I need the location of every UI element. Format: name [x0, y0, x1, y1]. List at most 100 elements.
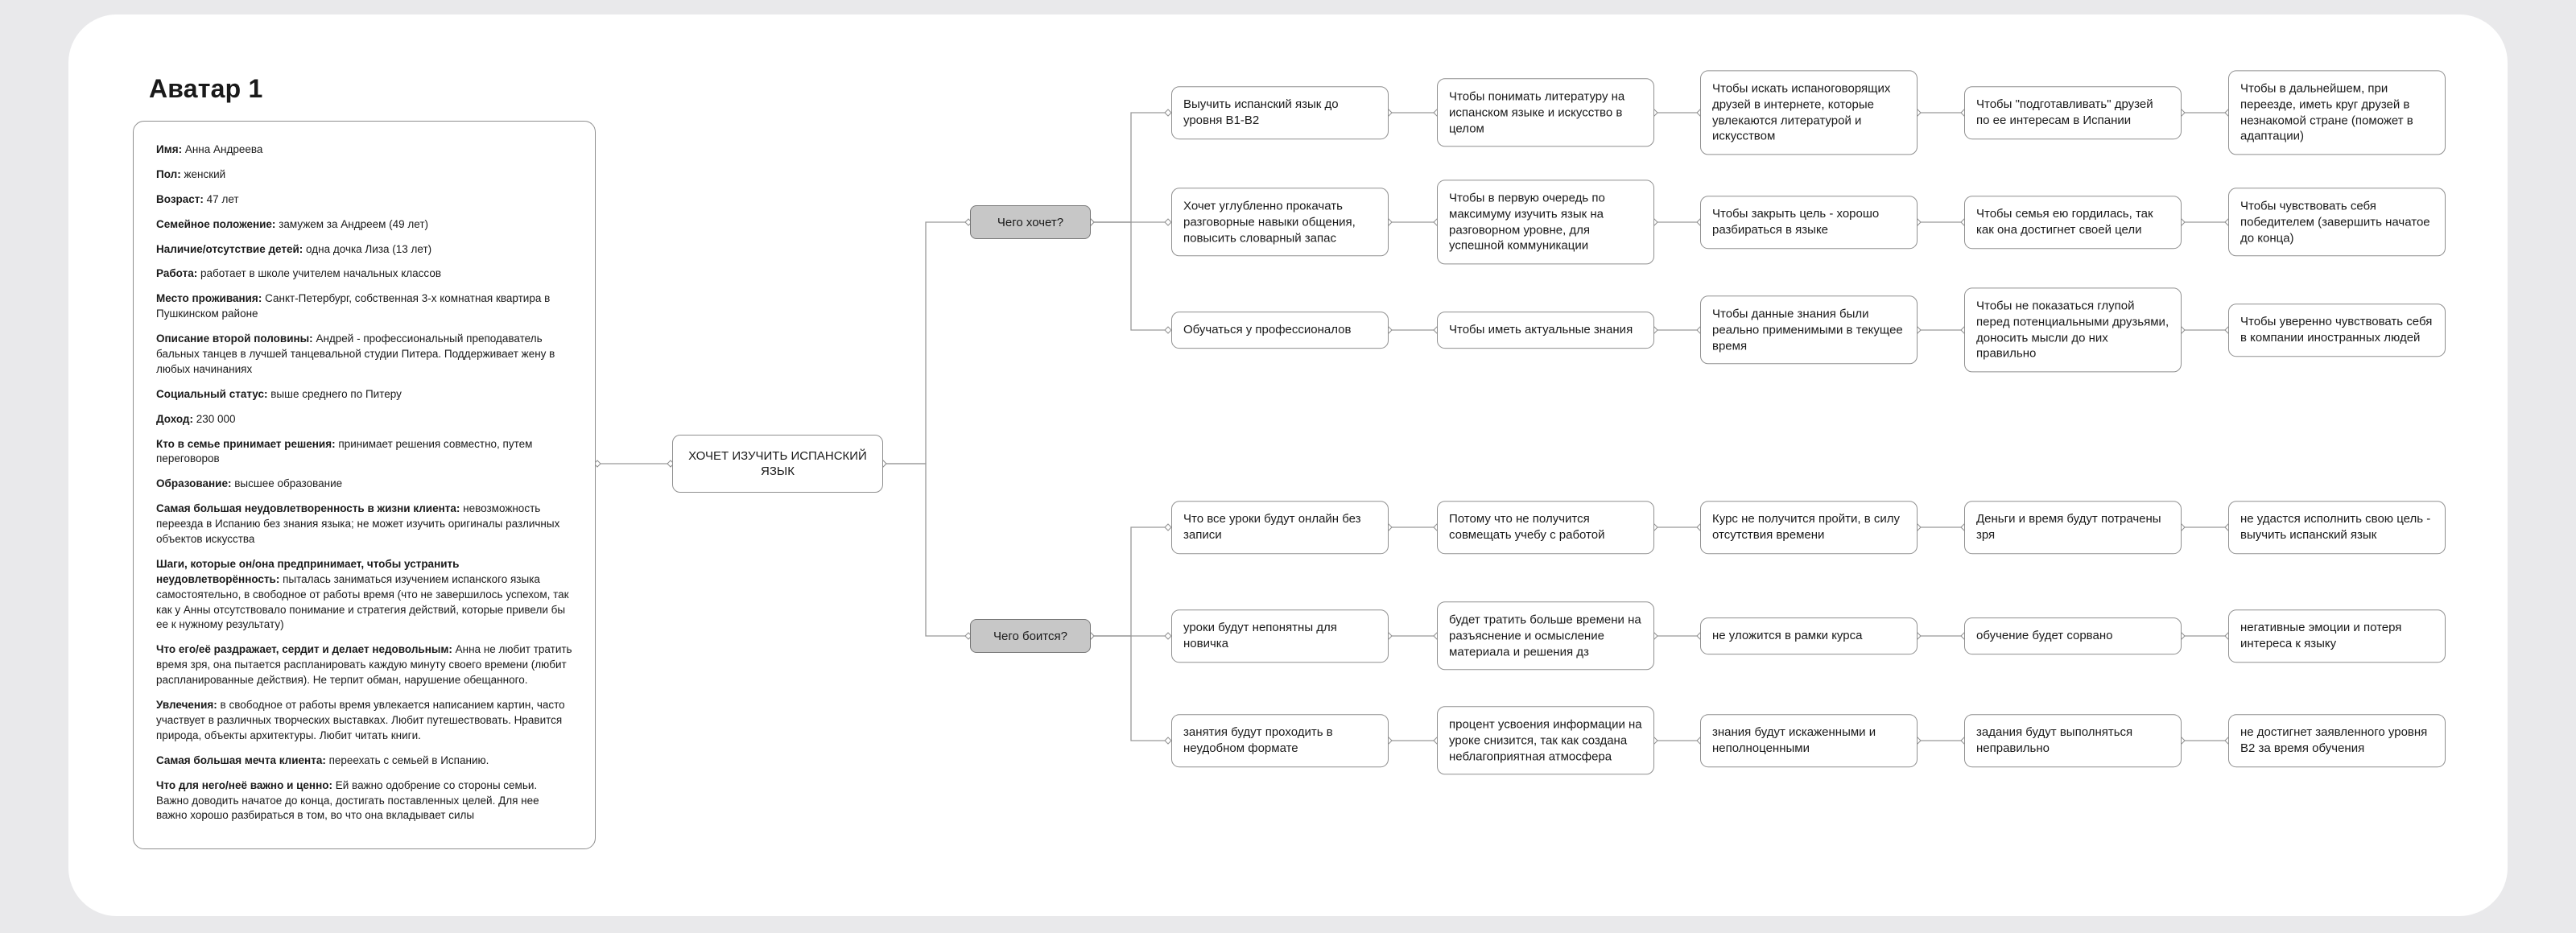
fear-box-3-4[interactable]: задания будут выполняться неправильно: [1964, 714, 2182, 767]
want-box-2-4[interactable]: Чтобы семья ею гордилась, так как она до…: [1964, 196, 2182, 249]
want-box-2-2[interactable]: Чтобы в первую очередь по максимуму изуч…: [1437, 180, 1654, 265]
profile-field-label: Кто в семье принимает решения:: [156, 437, 336, 450]
profile-field-label: Имя:: [156, 143, 183, 155]
profile-field-text: пыталась заниматься изучением испанского…: [156, 572, 569, 631]
profile-field: Пол: женский: [156, 167, 572, 183]
branch-fear[interactable]: Чего боится?: [970, 619, 1091, 653]
profile-field-label: Что его/её раздражает, сердит и делает н…: [156, 643, 452, 656]
box-text: Чтобы чувствовать себя победителем (заве…: [2240, 199, 2430, 245]
profile-field: Доход: 230 000: [156, 412, 572, 427]
want-box-2-5[interactable]: Чтобы чувствовать себя победителем (заве…: [2228, 188, 2446, 257]
page-title[interactable]: Аватар 1: [149, 74, 263, 103]
fear-box-2-3[interactable]: не уложится в рамки курса: [1700, 617, 1918, 654]
fear-box-3-3[interactable]: знания будут искаженными и неполноценным…: [1700, 714, 1918, 767]
profile-field: Семейное положение: замужем за Андреем (…: [156, 217, 572, 233]
profile-field: Что для него/неё важно и ценно: Ей важно…: [156, 778, 572, 824]
box-text: Обучаться у профессионалов: [1183, 323, 1352, 337]
profile-field-label: Образование:: [156, 477, 232, 490]
profile-field-label: Работа:: [156, 267, 198, 280]
profile-field-text: Ей важно одобрение со стороны семьи. Важ…: [156, 778, 539, 822]
fear-box-3-1[interactable]: занятия будут проходить в неудобном форм…: [1171, 714, 1389, 767]
branch-want[interactable]: Чего хочет?: [970, 205, 1091, 239]
profile-field-text: Санкт-Петербург, собственная 3-х комнатн…: [156, 292, 551, 320]
profile-field: Имя: Анна Андреева: [156, 142, 572, 158]
profile-field-label: Возраст:: [156, 192, 204, 205]
fear-box-3-2[interactable]: процент усвоения информации на уроке сни…: [1437, 706, 1654, 775]
profile-field: Место проживания: Санкт-Петербург, собст…: [156, 291, 572, 322]
profile-field-label: Увлечения:: [156, 699, 217, 712]
box-text: Чтобы данные знания были реально примени…: [1712, 307, 1903, 353]
box-text: не уложится в рамки курса: [1712, 629, 1863, 643]
box-text: Чтобы понимать литературу на испанском я…: [1449, 89, 1625, 135]
profile-field-text: высшее образование: [234, 477, 343, 490]
want-box-3-5[interactable]: Чтобы уверенно чувствовать себя в компан…: [2228, 303, 2446, 357]
profile-field: Самая большая мечта клиента: переехать с…: [156, 753, 572, 769]
profile-field-text: в свободное от работы время увлекается н…: [156, 699, 565, 741]
want-box-2-1[interactable]: Хочет углубленно прокачать разговорные н…: [1171, 188, 1389, 257]
profile-field-label: Социальный статус:: [156, 387, 268, 400]
profile-field-label: Описание второй половины:: [156, 332, 313, 345]
box-text: обучение будет сорвано: [1976, 629, 2113, 643]
box-text: Чтобы "подготавливать" друзей по ее инте…: [1976, 97, 2153, 127]
box-text: занятия будут проходить в неудобном форм…: [1183, 725, 1333, 755]
box-text: Чтобы в дальнейшем, при переезде, иметь …: [2240, 81, 2413, 143]
want-box-1-5[interactable]: Чтобы в дальнейшем, при переезде, иметь …: [2228, 70, 2446, 155]
profile-field: Что его/её раздражает, сердит и делает н…: [156, 642, 572, 688]
box-text: Чтобы в первую очередь по максимуму изуч…: [1449, 191, 1605, 253]
branch-want-label: Чего хочет?: [997, 215, 1064, 229]
box-text: Выучить испанский язык до уровня B1-B2: [1183, 97, 1339, 127]
profile-field-label: Пол:: [156, 167, 181, 180]
profile-field-label: Что для него/неё важно и ценно:: [156, 778, 332, 791]
box-text: Чтобы не показаться глупой перед потенци…: [1976, 299, 2169, 361]
profile-field-text: женский: [184, 167, 226, 180]
profile-field: Работа: работает в школе учителем началь…: [156, 266, 572, 282]
profile-field-label: Место проживания:: [156, 292, 262, 305]
profile-field-text: Анна не любит тратить время зря, она пыт…: [156, 643, 572, 687]
want-box-2-3[interactable]: Чтобы закрыть цель - хорошо разбираться …: [1700, 196, 1918, 249]
profile-field-text: выше среднего по Питеру: [270, 387, 402, 400]
profile-field-text: невозможность переезда в Испанию без зна…: [156, 502, 560, 546]
box-text: Деньги и время будут потрачены зря: [1976, 512, 2161, 542]
fear-box-1-2[interactable]: Потому что не получится совмещать учебу …: [1437, 501, 1654, 554]
box-text: Что все уроки будут онлайн без записи: [1183, 512, 1361, 542]
fear-box-1-1[interactable]: Что все уроки будут онлайн без записи: [1171, 501, 1389, 554]
box-text: процент усвоения информации на уроке сни…: [1449, 717, 1642, 763]
profile-field-text: одна дочка Лиза (13 лет): [306, 242, 432, 255]
want-box-3-1[interactable]: Обучаться у профессионалов: [1171, 312, 1389, 349]
box-text: Чтобы искать испаноговорящих друзей в ин…: [1712, 81, 1891, 143]
want-box-3-4[interactable]: Чтобы не показаться глупой перед потенци…: [1964, 287, 2182, 373]
profile-field-text: работает в школе учителем начальных клас…: [200, 267, 442, 280]
want-box-3-3[interactable]: Чтобы данные знания были реально примени…: [1700, 295, 1918, 365]
profile-field-text: переехать с семьей в Испанию.: [328, 753, 489, 766]
fear-box-2-5[interactable]: негативные эмоции и потеря интереса к яз…: [2228, 609, 2446, 663]
fear-box-2-2[interactable]: будет тратить больше времени на разъясне…: [1437, 601, 1654, 671]
root-node[interactable]: ХОЧЕТ ИЗУЧИТЬ ИСПАНСКИЙ ЯЗЫК: [672, 435, 883, 493]
want-box-1-4[interactable]: Чтобы "подготавливать" друзей по ее инте…: [1964, 86, 2182, 139]
fear-box-1-3[interactable]: Курс не получится пройти, в силу отсутст…: [1700, 501, 1918, 554]
avatar-profile-card[interactable]: Имя: Анна Андреева Пол: женский Возраст:…: [133, 121, 596, 849]
box-text: задания будут выполняться неправильно: [1976, 725, 2133, 755]
fear-box-1-4[interactable]: Деньги и время будут потрачены зря: [1964, 501, 2182, 554]
profile-field: Шаги, которые он/она предпринимает, чтоб…: [156, 557, 572, 633]
profile-field: Возраст: 47 лет: [156, 192, 572, 208]
fear-box-3-5[interactable]: не достигнет заявленного уровня B2 за вр…: [2228, 714, 2446, 767]
profile-field: Кто в семье принимает решения: принимает…: [156, 437, 572, 468]
profile-field-text: замужем за Андреем (49 лет): [279, 217, 429, 230]
box-text: Курс не получится пройти, в силу отсутст…: [1712, 512, 1900, 542]
want-box-3-2[interactable]: Чтобы иметь актуальные знания: [1437, 312, 1654, 349]
box-text: негативные эмоции и потеря интереса к яз…: [2240, 621, 2402, 650]
want-box-1-3[interactable]: Чтобы искать испаноговорящих друзей в ин…: [1700, 70, 1918, 155]
box-text: Чтобы уверенно чувствовать себя в компан…: [2240, 315, 2433, 345]
want-box-1-1[interactable]: Выучить испанский язык до уровня B1-B2: [1171, 86, 1389, 139]
box-text: Хочет углубленно прокачать разговорные н…: [1183, 199, 1356, 245]
want-box-1-2[interactable]: Чтобы понимать литературу на испанском я…: [1437, 78, 1654, 147]
profile-field: Самая большая неудовлетворенность в жизн…: [156, 502, 572, 547]
profile-field-label: Самая большая мечта клиента:: [156, 753, 326, 766]
profile-field-label: Самая большая неудовлетворенность в жизн…: [156, 502, 460, 515]
fear-box-2-1[interactable]: уроки будут непонятны для новичка: [1171, 609, 1389, 663]
fear-box-2-4[interactable]: обучение будет сорвано: [1964, 617, 2182, 654]
box-text: Чтобы семья ею гордилась, так как она до…: [1976, 207, 2153, 237]
box-text: будет тратить больше времени на разъясне…: [1449, 613, 1641, 658]
profile-field-label: Шаги, которые он/она предпринимает, чтоб…: [156, 557, 460, 585]
fear-box-1-5[interactable]: не удастся исполнить свою цель - выучить…: [2228, 501, 2446, 554]
